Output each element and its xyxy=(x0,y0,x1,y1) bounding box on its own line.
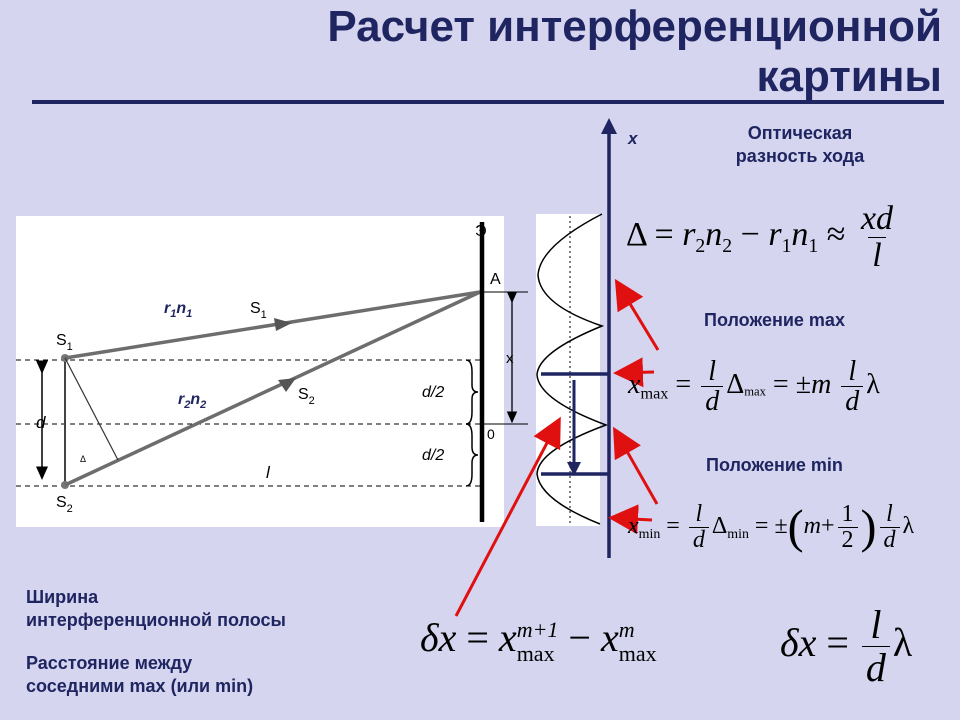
label-d-half-top: d/2 xyxy=(422,384,444,401)
ray-s2-arrow xyxy=(278,378,296,392)
caption-distance: Расстояние между соседними max (или min) xyxy=(26,652,253,698)
label-l: l xyxy=(266,463,271,482)
caption-fringe-width-2: интерференционной полосы xyxy=(26,610,286,630)
brace-top xyxy=(465,359,479,425)
label-a: A xyxy=(490,271,501,288)
fringe-arrow-head xyxy=(567,462,581,476)
title-underline xyxy=(32,100,944,104)
label-screen-mark: Э xyxy=(475,223,487,240)
label-r2n2: r2n2 xyxy=(178,391,206,411)
dashed-guides xyxy=(16,359,482,487)
caption-optical-path-2: разность хода xyxy=(735,146,865,166)
pattern-panel xyxy=(536,214,600,526)
title-line-1: Расчет интерференционной xyxy=(327,2,942,51)
ray-s1-arrow xyxy=(274,318,292,331)
label-x: x xyxy=(506,350,514,367)
label-small-delta: Δ xyxy=(80,454,86,464)
intensity-curve xyxy=(536,213,609,525)
label-s1: S1 xyxy=(56,332,73,353)
label-zero: 0 xyxy=(487,426,495,442)
caption-max-position: Положение max xyxy=(704,310,845,330)
perpendicular xyxy=(64,357,119,461)
page-title: Расчет интерференционной картины xyxy=(122,2,942,102)
diagram-panel xyxy=(16,216,504,527)
label-axis-x: x xyxy=(627,129,639,148)
caption-distance-1: Расстояние между xyxy=(26,653,193,673)
ray-s2 xyxy=(64,290,481,487)
label-d-half-bottom: d/2 xyxy=(422,447,444,464)
label-ray-s2: S2 xyxy=(298,386,315,407)
caption-min-position: Положение min xyxy=(706,455,843,475)
label-s2: S2 xyxy=(56,494,73,515)
caption-optical-path-1: Оптическая xyxy=(747,123,853,143)
label-r1n1: r1n1 xyxy=(164,300,192,320)
red-pointers xyxy=(454,278,660,617)
x-axis-arrowhead xyxy=(601,118,617,134)
brace-bottom xyxy=(465,423,479,487)
ray-s1 xyxy=(64,290,481,360)
caption-fringe-width-1: Ширина xyxy=(26,587,99,607)
label-d: d xyxy=(36,413,46,432)
caption-fringe-width: Ширина интерференционной полосы xyxy=(26,586,286,632)
title-line-2: картины xyxy=(756,52,942,101)
caption-distance-2: соседними max (или min) xyxy=(26,676,254,696)
label-ray-s1: S1 xyxy=(250,300,267,321)
caption-optical-path: Оптическая разность хода xyxy=(700,122,900,168)
